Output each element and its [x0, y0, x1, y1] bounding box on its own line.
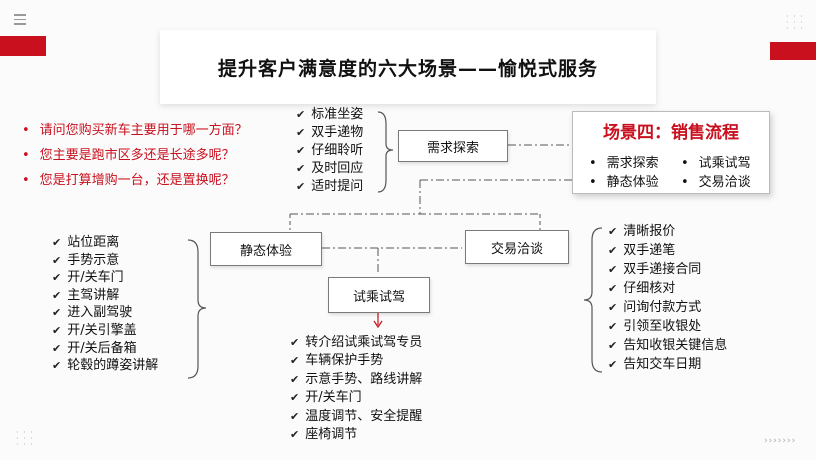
list-item: 问询付款方式 [608, 298, 727, 317]
list-item: 及时回应 [296, 160, 363, 178]
grid-dots-icon-bottom: · · ·· · ·· · · [16, 428, 34, 449]
list-item: 开/关车门 [290, 389, 422, 407]
red-accent-left [0, 36, 46, 56]
list-item: 开/关后备箱 [52, 340, 158, 358]
list-item: 示意手势、路线讲解 [290, 371, 422, 389]
list-item: 站位距离 [52, 234, 158, 252]
list-item: 适时提问 [296, 178, 363, 196]
list-item: 车辆保护手势 [290, 352, 422, 370]
list-item: 开/关引擎盖 [52, 322, 158, 340]
scene-item: 需求探索 [589, 152, 659, 171]
question-item: 请问您购买新车主要用于哪一方面？ [22, 118, 248, 143]
grid-dots-icon: · · ·· · ·· · · [786, 12, 804, 33]
scene-item: 静态体验 [589, 171, 659, 190]
brace-trade [583, 227, 603, 373]
box-trade-negotiation[interactable]: 交易洽谈 [465, 230, 569, 264]
scene-title: 场景四：销售流程 [603, 123, 739, 143]
red-arrow-head [373, 320, 383, 329]
list-item: 仔细聆听 [296, 142, 363, 160]
list-item: 双手递物 [296, 124, 363, 142]
list-item: 清晰报价 [608, 222, 727, 241]
list-item: 双手递接合同 [608, 260, 727, 279]
menu-icon[interactable] [14, 14, 26, 28]
scene-item: 试乘试驾 [681, 152, 751, 171]
scene-four-card: 场景四：销售流程 需求探索 试乘试驾 静态体验 交易洽谈 [572, 111, 770, 194]
list-item: 告知收银关键信息 [608, 336, 727, 355]
list-item: 轮毂的蹲姿讲解 [52, 357, 158, 375]
chevron-arrows-icon: ››››››› [764, 436, 797, 446]
scene-item: 交易洽谈 [681, 171, 751, 190]
list-item: 引领至收银处 [608, 317, 727, 336]
list-item: 手势示意 [52, 252, 158, 270]
red-accent-right [770, 42, 816, 60]
list-item: 转介绍试乘试驾专员 [290, 334, 422, 352]
list-item: 进入副驾驶 [52, 304, 158, 322]
question-list: 请问您购买新车主要用于哪一方面？ 您主要是跑市区多还是长途多呢？ 您是打算增购一… [22, 118, 248, 193]
brace-demand [377, 111, 394, 193]
static-checklist: 站位距离 手势示意 开/关车门 主驾讲解 进入副驾驶 开/关引擎盖 开/关后备箱… [52, 234, 158, 375]
list-item: 仔细核对 [608, 279, 727, 298]
title-panel [160, 30, 656, 104]
trade-checklist: 清晰报价 双手递笔 双手递接合同 仔细核对 问询付款方式 引领至收银处 告知收银… [608, 222, 727, 374]
question-item: 您是打算增购一台，还是置换呢？ [22, 168, 248, 193]
demand-checklist: 标准坐姿 双手递物 仔细聆听 及时回应 适时提问 [296, 106, 363, 196]
question-item: 您主要是跑市区多还是长途多呢？ [22, 143, 248, 168]
test-drive-checklist: 转介绍试乘试驾专员 车辆保护手势 示意手势、路线讲解 开/关车门 温度调节、安全… [290, 334, 422, 444]
box-demand-explore[interactable]: 需求探索 [398, 130, 508, 162]
box-test-drive[interactable]: 试乘试驾 [328, 277, 430, 313]
list-item: 开/关车门 [52, 269, 158, 287]
list-item: 标准坐姿 [296, 106, 363, 124]
list-item: 告知交车日期 [608, 355, 727, 374]
list-item: 主驾讲解 [52, 287, 158, 305]
list-item: 座椅调节 [290, 426, 422, 444]
box-static-experience[interactable]: 静态体验 [210, 232, 322, 266]
list-item: 双手递笔 [608, 241, 727, 260]
list-item: 温度调节、安全提醒 [290, 408, 422, 426]
page-title: 提升客户满意度的六大场景——愉悦式服务 [217, 58, 598, 80]
brace-static [187, 239, 207, 379]
